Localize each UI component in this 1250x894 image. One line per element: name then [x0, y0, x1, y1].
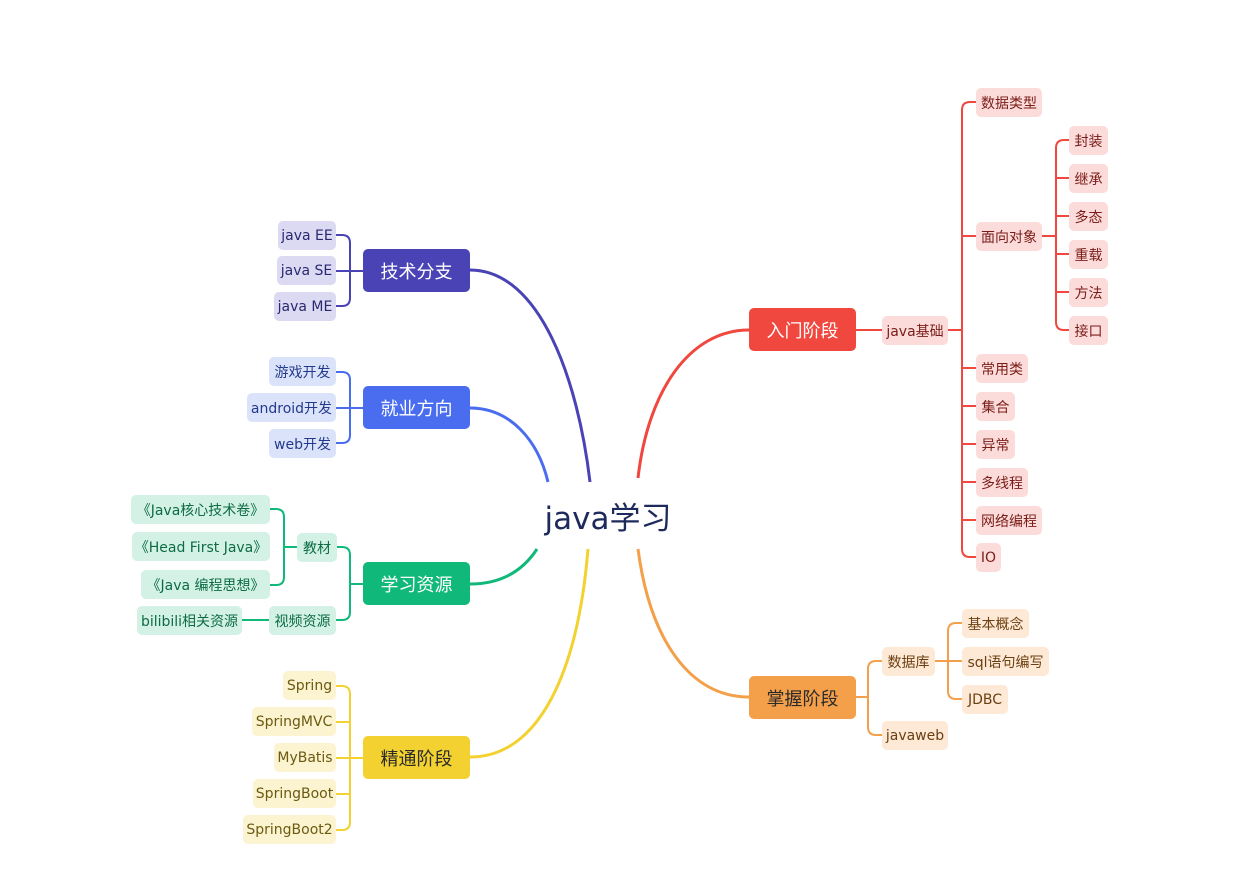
bracket-oop	[1042, 139, 1069, 331]
bracket-grasp	[856, 660, 882, 736]
leaf-io[interactable]: IO	[976, 543, 1001, 572]
topic-grasp-stage[interactable]: 掌握阶段	[749, 676, 856, 719]
leaf-interfaces[interactable]: 接口	[1069, 316, 1108, 345]
leaf-overloading[interactable]: 重载	[1069, 240, 1108, 269]
leaf-bilibili[interactable]: bilibili相关资源	[137, 606, 242, 635]
bracket-database	[935, 622, 962, 700]
sub-oop[interactable]: 面向对象	[976, 222, 1042, 251]
leaf-network-programming[interactable]: 网络编程	[976, 506, 1042, 535]
topic-mastery-stage[interactable]: 精通阶段	[363, 736, 470, 779]
connector-root-mastery	[469, 548, 590, 759]
leaf-java-ee[interactable]: java EE	[278, 221, 336, 250]
sub-videos[interactable]: 视频资源	[269, 606, 336, 635]
topic-career-directions[interactable]: 就业方向	[363, 386, 470, 429]
bracket-resources	[336, 546, 363, 621]
leaf-polymorphism[interactable]: 多态	[1069, 202, 1108, 231]
leaf-springboot[interactable]: SpringBoot	[253, 779, 336, 808]
bracket-jobs	[336, 371, 363, 444]
sub-database[interactable]: 数据库	[882, 647, 935, 676]
bracket-textbooks	[270, 508, 297, 586]
leaf-book-thinking-in-java[interactable]: 《Java 编程思想》	[141, 570, 270, 599]
bracket-mastery	[336, 685, 363, 831]
connector-root-resources	[469, 548, 539, 586]
leaf-collections[interactable]: 集合	[976, 392, 1015, 421]
connector-root-tech	[469, 268, 592, 483]
connector-root-intro	[636, 328, 750, 479]
leaf-encapsulation[interactable]: 封装	[1069, 126, 1108, 155]
sub-java-basics[interactable]: java基础	[882, 316, 948, 345]
leaf-basic-concepts[interactable]: 基本概念	[962, 609, 1029, 638]
topic-learning-resources[interactable]: 学习资源	[363, 562, 470, 605]
sub-textbooks[interactable]: 教材	[297, 533, 337, 562]
leaf-methods[interactable]: 方法	[1069, 278, 1108, 307]
root-topic[interactable]: java学习	[541, 494, 675, 537]
leaf-sql-writing[interactable]: sql语句编写	[962, 647, 1049, 676]
topic-intro-stage[interactable]: 入门阶段	[749, 308, 856, 351]
leaf-exceptions[interactable]: 异常	[976, 430, 1015, 459]
leaf-java-se[interactable]: java SE	[277, 256, 336, 285]
leaf-web-dev[interactable]: web开发	[269, 429, 336, 458]
leaf-common-classes[interactable]: 常用类	[976, 354, 1028, 383]
leaf-spring[interactable]: Spring	[283, 671, 336, 700]
leaf-javaweb[interactable]: javaweb	[882, 721, 948, 750]
bracket-tech	[336, 234, 363, 307]
leaf-inheritance[interactable]: 继承	[1069, 164, 1108, 193]
leaf-book-head-first[interactable]: 《Head First Java》	[132, 532, 270, 561]
leaf-mybatis[interactable]: MyBatis	[274, 743, 336, 772]
leaf-game-dev[interactable]: 游戏开发	[269, 357, 336, 386]
leaf-java-me[interactable]: java ME	[274, 292, 336, 321]
leaf-jdbc[interactable]: JDBC	[962, 685, 1008, 714]
leaf-springboot2[interactable]: SpringBoot2	[243, 815, 336, 844]
bracket-basics	[948, 101, 976, 558]
leaf-android-dev[interactable]: android开发	[247, 393, 336, 422]
leaf-springmvc[interactable]: SpringMVC	[252, 707, 336, 736]
leaf-data-types[interactable]: 数据类型	[976, 88, 1042, 117]
leaf-multithreading[interactable]: 多线程	[976, 468, 1028, 497]
topic-tech-branches[interactable]: 技术分支	[363, 249, 470, 292]
connector-root-grasp	[636, 548, 750, 699]
leaf-book-core-java[interactable]: 《Java核心技术卷》	[131, 495, 270, 524]
connector-root-jobs	[469, 406, 550, 483]
